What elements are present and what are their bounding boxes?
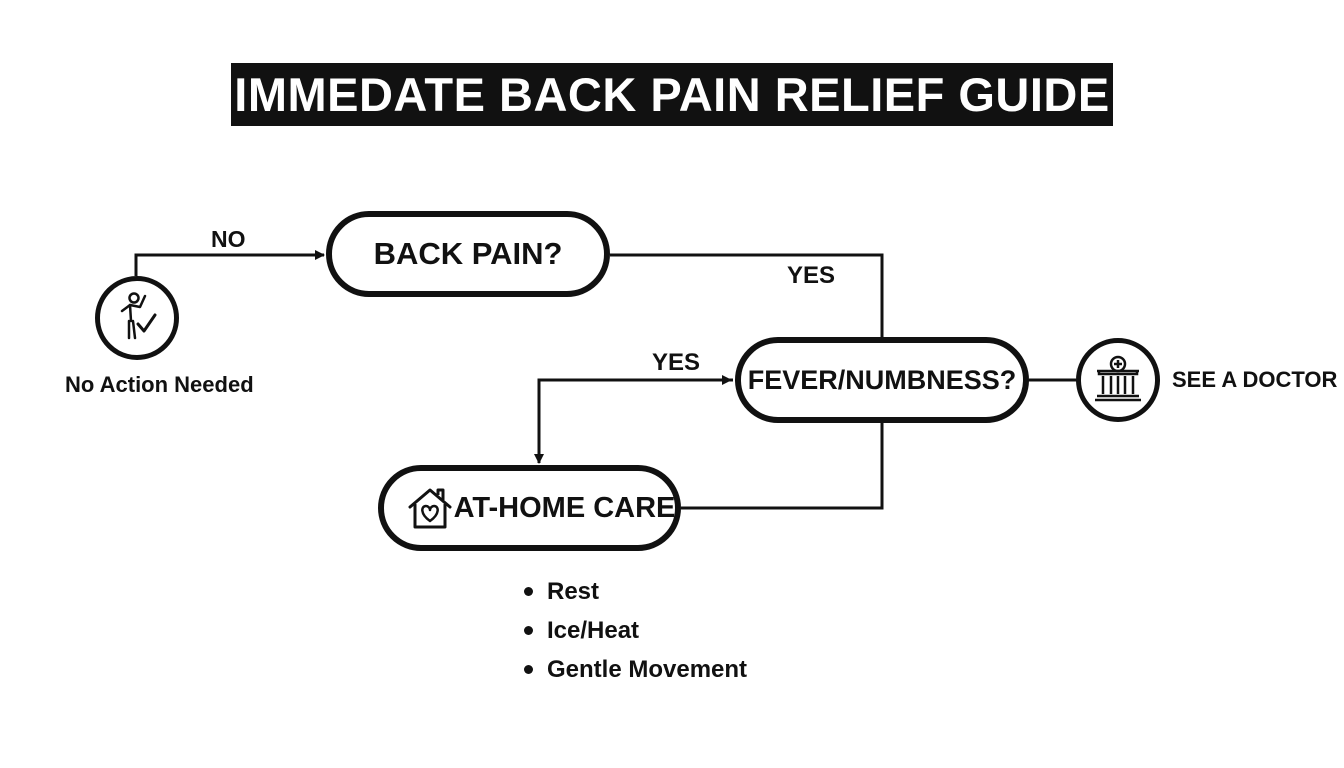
see-doctor-node — [1076, 338, 1160, 422]
no-action-node — [95, 276, 179, 360]
bullet-icon — [524, 626, 533, 635]
edge-yes-to-home — [534, 378, 733, 464]
edge-yes-label: YES — [787, 262, 836, 289]
back-pain-label: BACK PAIN? — [373, 236, 563, 271]
edge-fever-to-home — [681, 423, 884, 510]
bullet-icon — [524, 665, 533, 674]
edge-yes-loop-label: YES — [652, 349, 701, 376]
person-check-icon — [120, 292, 157, 340]
edge-no-label: NO — [211, 226, 246, 252]
back-pain-node: BACK PAIN? — [326, 211, 610, 297]
bullet-icon — [524, 587, 533, 596]
house-heart-icon — [408, 488, 452, 529]
edge-no — [134, 250, 325, 276]
page-title: IMMEDATE BACK PAIN RELIEF GUIDE — [231, 63, 1113, 126]
fever-numbness-node: FEVER/NUMBNESS? — [735, 337, 1029, 423]
no-action-label: No Action Needed — [65, 372, 254, 397]
fever-numbness-label: FEVER/NUMBNESS? — [747, 364, 1017, 395]
list-item: Rest — [524, 572, 747, 611]
home-care-steps: Rest Ice/Heat Gentle Movement — [524, 572, 747, 689]
hospital-icon — [1095, 355, 1141, 402]
list-item: Ice/Heat — [524, 611, 747, 650]
see-doctor-label: SEE A DOCTOR — [1172, 367, 1338, 392]
list-item: Gentle Movement — [524, 650, 747, 689]
at-home-care-node: AT-HOME CARE — [378, 465, 681, 551]
at-home-care-label: AT-HOME CARE — [453, 491, 676, 524]
edge-yes-to-fever — [610, 253, 884, 337]
